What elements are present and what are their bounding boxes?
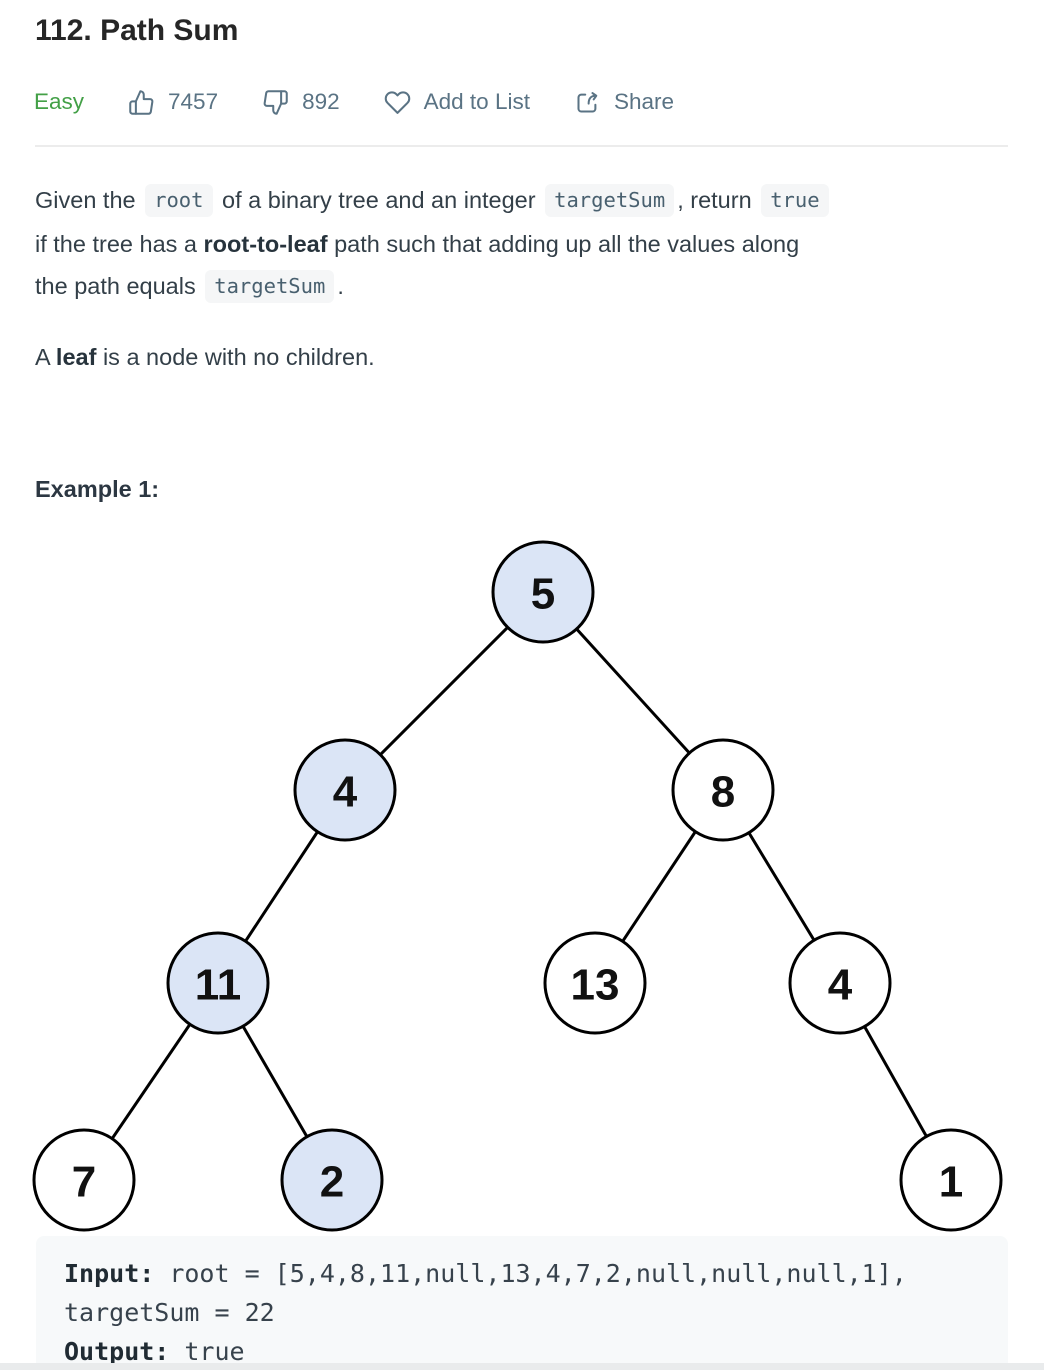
share-label: Share: [613, 89, 675, 114]
output-label: Output:: [64, 1337, 170, 1366]
tree-node-value: 11: [195, 961, 242, 1010]
binary-tree-figure: 5 4 8 11 13 4 7 2 1: [0, 520, 1044, 1240]
example-input-line: Input:root = [5,4,8,11,null,13,4,7,2,nul…: [64, 1254, 980, 1332]
tree-node: 5: [491, 540, 595, 644]
tree-node-value: 7: [72, 1158, 96, 1207]
example-io-block: Input:root = [5,4,8,11,null,13,4,7,2,nul…: [36, 1236, 1008, 1370]
bottom-strip: [0, 1363, 1044, 1370]
bold-leaf: leaf: [55, 344, 97, 370]
binary-tree-svg: 5 4 8 11 13 4 7 2 1: [32, 540, 1003, 1232]
tree-node: 13: [543, 931, 647, 1035]
like-count: 7457: [168, 89, 219, 114]
leaf-note: A leaf is a node with no children.: [35, 344, 375, 370]
tree-node: 4: [788, 931, 892, 1035]
thumbs-down-icon: [262, 89, 289, 116]
tree-node: 7: [32, 1128, 136, 1232]
tree-node: 2: [280, 1128, 384, 1232]
inline-code-targetsum: targetSum: [545, 184, 675, 217]
description-line: Given the root of a binary tree and an i…: [35, 179, 1020, 223]
output-value: true: [184, 1337, 245, 1366]
difficulty-badge[interactable]: Easy: [34, 89, 85, 114]
tree-node: 11: [166, 931, 270, 1035]
example-output-line: Output: true: [64, 1332, 980, 1370]
divider: [35, 145, 1008, 147]
tree-node: 4: [293, 738, 397, 842]
tree-node: 8: [671, 738, 775, 842]
input-label: Input:: [64, 1259, 155, 1288]
add-to-list-label: Add to List: [423, 89, 530, 114]
heart-icon: [384, 89, 411, 116]
dislike-count: 892: [302, 89, 340, 114]
share-button[interactable]: Share: [574, 89, 674, 116]
tree-node-value: 4: [828, 961, 853, 1010]
page-title: 112. Path Sum: [35, 14, 239, 47]
input-value: root = [5,4,8,11,null,13,4,7,2,null,null…: [64, 1259, 907, 1327]
inline-code-true: true: [761, 184, 829, 217]
tree-node-value: 13: [571, 961, 620, 1010]
tree-node: 1: [899, 1128, 1003, 1232]
bold-root-to-leaf: root-to-leaf: [203, 230, 328, 257]
example-heading: Example 1:: [35, 476, 160, 502]
meta-row: Easy 7457 892 Add to List Share: [34, 84, 674, 120]
tree-node-value: 4: [333, 768, 358, 817]
thumbs-up-icon: [128, 89, 155, 116]
tree-node-value: 5: [531, 570, 555, 619]
description-line: the path equals targetSum.: [35, 265, 1020, 309]
tree-node-value: 8: [711, 768, 735, 817]
problem-description: Given the root of a binary tree and an i…: [35, 179, 1020, 309]
add-to-list-button[interactable]: Add to List: [384, 89, 530, 116]
share-icon: [574, 89, 601, 116]
inline-code-root: root: [145, 184, 213, 217]
like-button[interactable]: 7457: [128, 89, 218, 116]
description-line: if the tree has a root-to-leaf path such…: [35, 230, 800, 257]
tree-node-value: 2: [320, 1158, 344, 1207]
inline-code-targetsum: targetSum: [205, 270, 335, 303]
dislike-button[interactable]: 892: [262, 89, 340, 116]
tree-node-value: 1: [939, 1158, 963, 1207]
